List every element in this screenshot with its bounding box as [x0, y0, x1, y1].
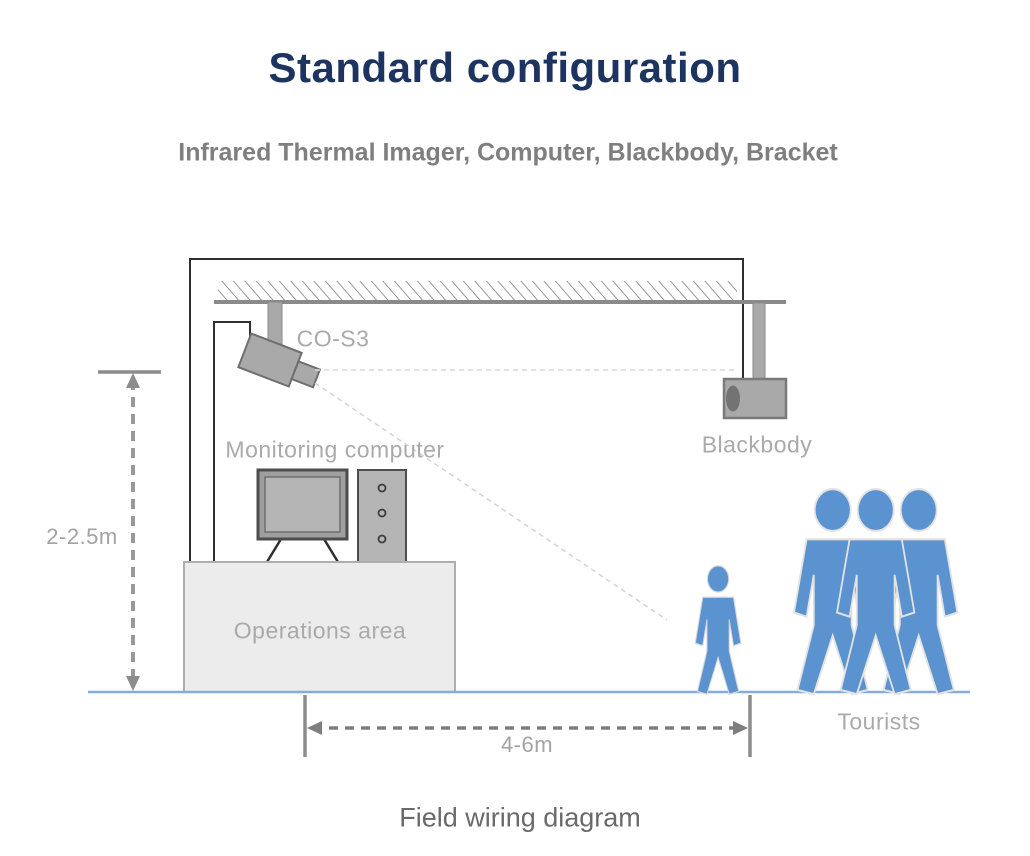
distance-dimension-label: 4-6m [500, 732, 554, 757]
ceiling-icon [214, 281, 786, 304]
thermal-camera-icon [237, 301, 322, 389]
blackbody-icon [722, 302, 788, 420]
operations-area-label: Operations area [233, 617, 407, 644]
monitoring-computer-label: Monitoring computer [225, 436, 445, 463]
page-caption: Field wiring diagram [399, 802, 641, 833]
computer-tower-icon [357, 469, 407, 563]
tourists-group-icon [792, 488, 959, 696]
height-dimension-label: 2-2.5m [46, 524, 118, 549]
page-subtitle: Infrared Thermal Imager, Computer, Black… [178, 138, 838, 167]
person-icon [694, 565, 742, 695]
operations-area-box [183, 561, 456, 693]
blackbody-label: Blackbody [701, 431, 813, 458]
camera-label: CO-S3 [296, 325, 370, 352]
tourists-label: Tourists [837, 708, 921, 735]
height-dimension-arrow [98, 370, 161, 691]
distance-dimension-arrow [303, 695, 752, 757]
sight-line-to-person [314, 382, 668, 621]
page-title: Standard configuration [268, 44, 742, 91]
camera-wire [213, 321, 251, 562]
monitor-icon [256, 468, 349, 563]
room-outline [189, 258, 744, 562]
